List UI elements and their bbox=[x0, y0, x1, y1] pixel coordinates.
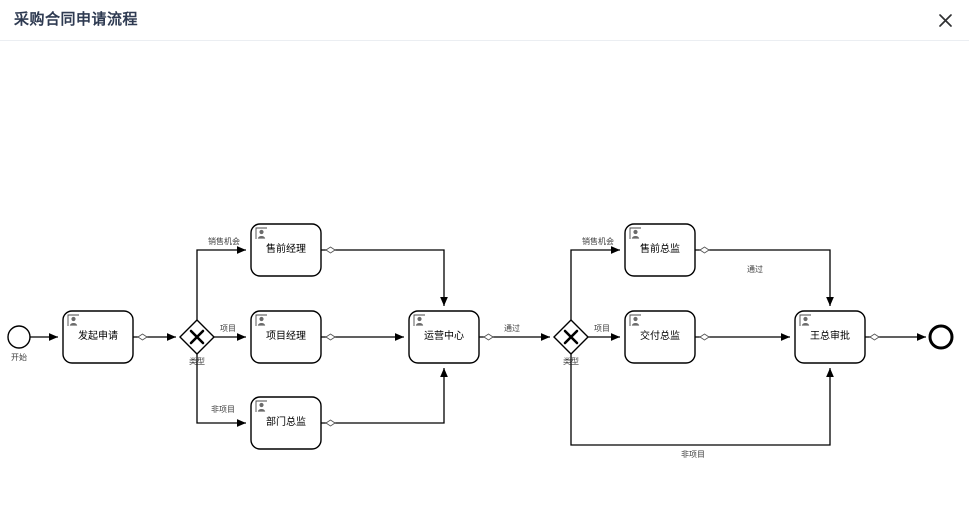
task-t4-hit[interactable] bbox=[251, 397, 321, 449]
modal-header: 采购合同申请流程 bbox=[0, 0, 969, 41]
end-event-hit[interactable] bbox=[930, 326, 952, 348]
user-task-icon bbox=[67, 314, 79, 326]
task-t8-hit[interactable] bbox=[795, 311, 865, 363]
flow-t4-to-t5 bbox=[321, 368, 448, 424]
user-task-icon bbox=[629, 314, 641, 326]
flow-t2-to-t5 bbox=[321, 249, 448, 306]
end-event[interactable] bbox=[928, 324, 954, 350]
flow-gw1-to-t2 bbox=[196, 246, 246, 320]
flow-t6-to-t8 bbox=[695, 249, 834, 306]
task-t3-hit[interactable] bbox=[251, 311, 321, 363]
task-t1-hit[interactable] bbox=[63, 311, 133, 363]
close-icon[interactable] bbox=[931, 6, 959, 34]
user-task-icon bbox=[255, 400, 267, 412]
user-task-icon bbox=[255, 314, 267, 326]
user-task-icon bbox=[255, 227, 267, 239]
flow-gw2-to-t6 bbox=[570, 246, 620, 320]
task-t6-hit[interactable] bbox=[625, 224, 695, 276]
task-t7-hit[interactable] bbox=[625, 311, 695, 363]
user-task-icon bbox=[799, 314, 811, 326]
gateway-gw1-hit[interactable] bbox=[180, 320, 214, 354]
flow-gw2-to-t8-nonproject bbox=[570, 354, 834, 446]
start-event-hit[interactable] bbox=[8, 326, 30, 348]
page-title: 采购合同申请流程 bbox=[14, 11, 139, 28]
bpmn-svg bbox=[7, 223, 954, 450]
task-t5-hit[interactable] bbox=[409, 311, 479, 363]
user-task-icon bbox=[629, 227, 641, 239]
task-t2-hit[interactable] bbox=[251, 224, 321, 276]
flow-gw1-to-t4 bbox=[196, 354, 246, 427]
bpmn-canvas[interactable]: 发起申请 售前经理 项目经理 部门总监 运营中心 售前总监 交付总监 王总审批 … bbox=[0, 41, 969, 506]
user-task-icon bbox=[413, 314, 425, 326]
gateway-gw2-hit[interactable] bbox=[554, 320, 588, 354]
